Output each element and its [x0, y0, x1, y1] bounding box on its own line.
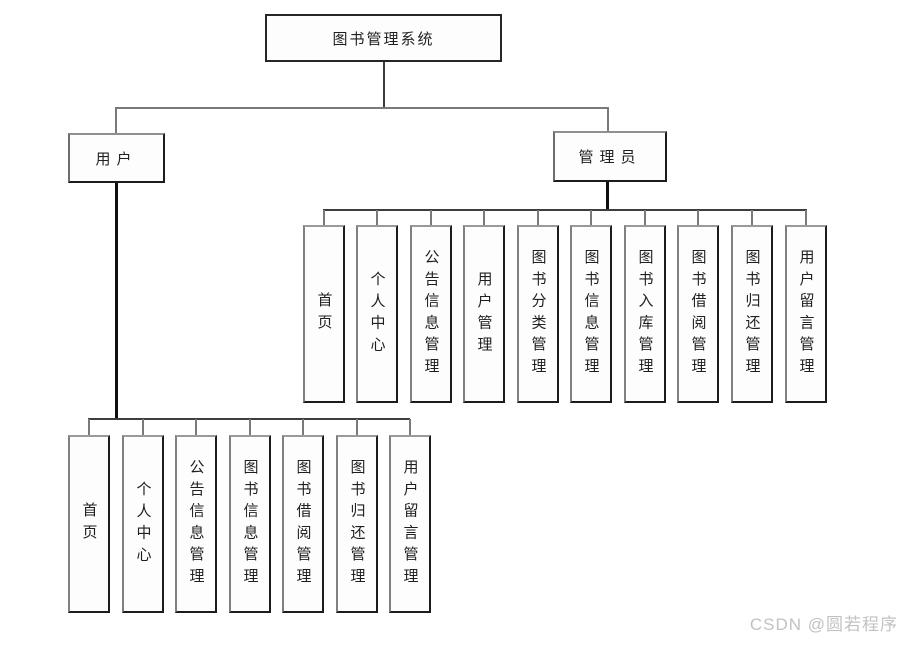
connector-stub [409, 419, 411, 435]
node-admin-book-inbound-management: 图书入库管理 [624, 225, 666, 403]
node-admin-announcement-management: 公告信息管理 [410, 225, 452, 403]
node-user-user-message-management: 用户留言管理 [389, 435, 431, 613]
connector-stub [302, 419, 304, 435]
connector-stub [323, 210, 325, 225]
csdn-watermark: CSDN @圆若程序 [749, 615, 898, 634]
connector-stub [195, 419, 197, 435]
tree-node-label: 图书归还管理 [743, 248, 761, 380]
tree-node-user: 用户 [68, 133, 165, 183]
node-user-personal-center: 个人中心 [122, 435, 164, 613]
node-admin-book-category-management: 图书分类管理 [517, 225, 559, 403]
connector-stub [751, 210, 753, 225]
connector-stub [537, 210, 539, 225]
tree-node-label: 用户 [95, 150, 138, 168]
connector-line [606, 182, 609, 211]
node-admin-user-message-management: 用户留言管理 [785, 225, 827, 403]
connector-stub [697, 210, 699, 225]
connector-stub [356, 419, 358, 435]
connector-line [115, 183, 118, 420]
node-admin-home: 首页 [303, 225, 345, 403]
node-admin-book-info-management: 图书信息管理 [570, 225, 612, 403]
connector-stub [483, 210, 485, 225]
tree-node-label: 图书借阅管理 [689, 248, 707, 380]
tree-node-label: 图书借阅管理 [294, 458, 312, 590]
connector-stub [376, 210, 378, 225]
tree-node-label: 首页 [80, 502, 98, 546]
connector-stub [249, 419, 251, 435]
node-admin-book-return-management: 图书归还管理 [731, 225, 773, 403]
node-user-home: 首页 [68, 435, 110, 613]
tree-node-label: 图书信息管理 [582, 248, 600, 380]
node-user-book-return-management: 图书归还管理 [336, 435, 378, 613]
node-admin-user-management: 用户管理 [463, 225, 505, 403]
tree-node-label: 用户留言管理 [401, 458, 419, 590]
connector-line [383, 62, 385, 108]
connector-stub [590, 210, 592, 225]
tree-node-label: 用户管理 [475, 270, 493, 358]
connector-stub [88, 419, 90, 435]
node-admin-personal-center: 个人中心 [356, 225, 398, 403]
tree-node-label: 公告信息管理 [422, 248, 440, 380]
tree-node-label: 图书入库管理 [636, 248, 654, 380]
node-user-book-info-management: 图书信息管理 [229, 435, 271, 613]
tree-node-admin: 管理员 [553, 131, 667, 182]
tree-node-label: 公告信息管理 [187, 458, 205, 590]
connector-line [323, 209, 807, 211]
connector-stub [142, 419, 144, 435]
tree-node-label: 图书管理系统 [332, 30, 435, 48]
node-admin-book-borrow-management: 图书借阅管理 [677, 225, 719, 403]
tree-node-label: 用户留言管理 [797, 248, 815, 380]
connector-stub [430, 210, 432, 225]
tree-node-root: 图书管理系统 [265, 14, 502, 62]
connector-stub [644, 210, 646, 225]
tree-node-label: 个人中心 [134, 480, 152, 568]
connector-line [607, 107, 609, 131]
tree-node-label: 管理员 [578, 149, 642, 166]
tree-node-label: 图书归还管理 [348, 458, 366, 590]
connector-stub [805, 210, 807, 225]
tree-node-label: 首页 [315, 292, 333, 336]
connector-line [115, 107, 117, 133]
node-user-announcement-management: 公告信息管理 [175, 435, 217, 613]
tree-node-label: 个人中心 [368, 270, 386, 358]
tree-node-label: 图书分类管理 [529, 248, 547, 380]
tree-node-label: 图书信息管理 [241, 458, 259, 590]
node-user-book-borrow-management: 图书借阅管理 [282, 435, 324, 613]
connector-line [115, 107, 609, 109]
